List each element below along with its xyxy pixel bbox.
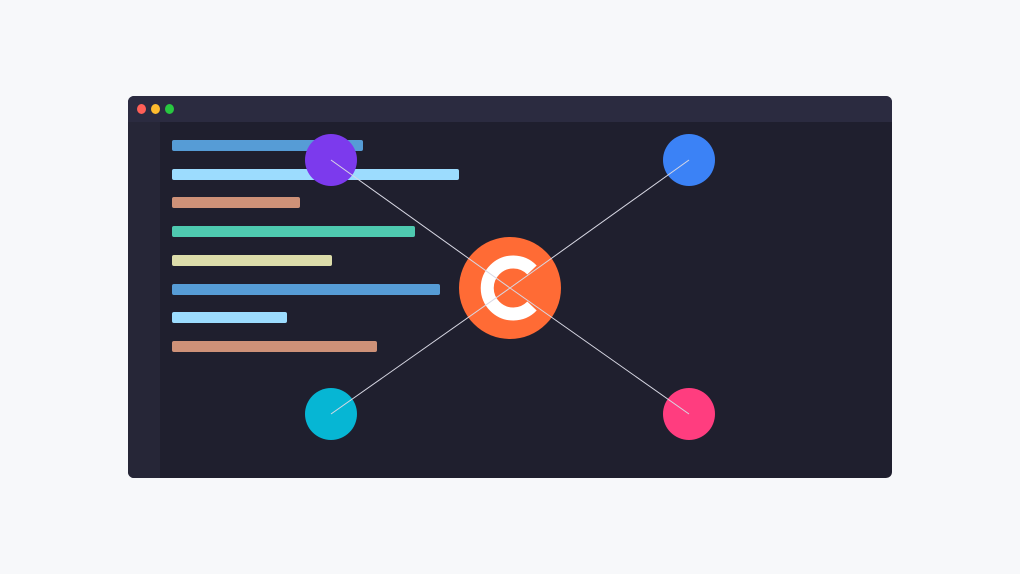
minimize-button[interactable] xyxy=(151,104,160,114)
code-editor-window xyxy=(128,96,892,478)
connector-line-top-right xyxy=(509,159,690,289)
code-line xyxy=(172,340,377,352)
code-line xyxy=(172,283,441,295)
code-line xyxy=(172,197,301,209)
c-logo-icon xyxy=(480,255,537,321)
connector-line-bottom-left xyxy=(330,287,511,415)
close-button[interactable] xyxy=(137,104,146,114)
title-bar xyxy=(128,96,892,122)
code-line xyxy=(172,226,415,238)
line-number-gutter xyxy=(128,122,160,478)
maximize-button[interactable] xyxy=(165,104,174,114)
code-line xyxy=(172,312,288,324)
connector-line-bottom-right xyxy=(509,287,690,415)
code-line xyxy=(172,254,333,266)
connector-line-top-left xyxy=(330,159,511,289)
code-line xyxy=(172,140,363,151)
